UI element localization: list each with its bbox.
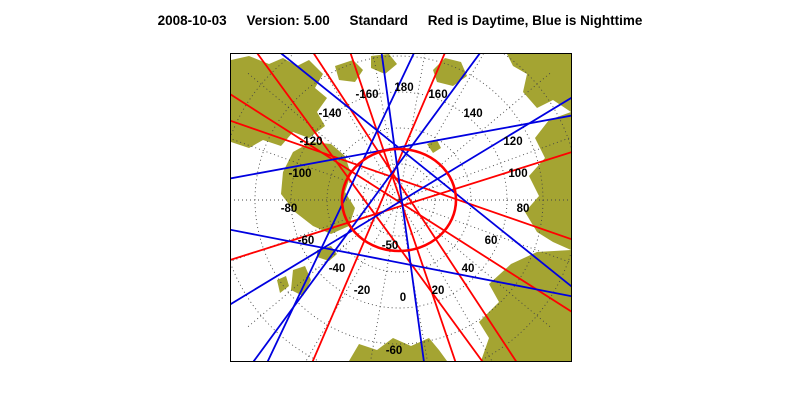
- meridian-line: [370, 207, 399, 361]
- terminator-circle: [340, 147, 458, 253]
- title-legend-note: Red is Daytime, Blue is Nighttime: [427, 13, 643, 28]
- longitude-label: -60: [386, 345, 403, 357]
- longitude-label: -60: [298, 235, 315, 247]
- longitude-label: -40: [329, 263, 346, 275]
- landmass: [433, 58, 467, 86]
- longitude-label: 180: [394, 82, 413, 94]
- landmass: [335, 60, 363, 82]
- polar-map: + -160 180 160 -140 140 -120 120 -100 100 -80 80 -60…: [231, 54, 571, 361]
- night-track: [252, 54, 481, 361]
- longitude-label: 100: [508, 168, 527, 180]
- longitude-label: -100: [288, 168, 311, 180]
- longitude-label: 120: [503, 136, 522, 148]
- landmass: [507, 54, 571, 112]
- title-date: 2008-10-03: [157, 13, 227, 28]
- longitude-label: -50: [382, 240, 399, 252]
- longitude-label: 140: [463, 108, 482, 120]
- landmass: [427, 140, 441, 153]
- night-track: [280, 54, 571, 288]
- night-track: [380, 54, 425, 361]
- day-track: [231, 93, 571, 313]
- night-track: [266, 54, 415, 361]
- meridian-line: [399, 207, 428, 361]
- landmass: [291, 266, 311, 296]
- meridian-line: [231, 138, 392, 198]
- longitude-label: -20: [354, 285, 371, 297]
- longitude-label: 80: [517, 203, 530, 215]
- meridian-line: [404, 204, 553, 329]
- meridian-line: [406, 136, 571, 198]
- meridian-line: [399, 54, 426, 193]
- meridian-line: [372, 54, 399, 193]
- day-track: [231, 119, 571, 241]
- day-track: [311, 54, 446, 361]
- night-track: [231, 228, 571, 298]
- meridian-line: [402, 206, 493, 361]
- longitude-label: 40: [462, 263, 475, 275]
- title-mode: Standard: [349, 13, 409, 28]
- longitude-label: -120: [299, 136, 322, 148]
- polar-map-frame: + -160 180 160 -140 140 -120 120 -100 100 -80 80 -60…: [230, 53, 572, 362]
- plot-title: 2008-10-03 Version: 5.00 Standard Red is…: [0, 13, 800, 28]
- longitude-label: 0: [400, 292, 406, 304]
- meridian-line: [406, 202, 571, 264]
- longitude-label: -80: [281, 203, 298, 215]
- longitude-label: 160: [428, 89, 447, 101]
- longitude-label: -160: [355, 89, 378, 101]
- day-track: [256, 54, 484, 361]
- night-track: [231, 97, 571, 305]
- landmass: [231, 56, 327, 148]
- longitude-label: 60: [485, 235, 498, 247]
- meridian-line: [402, 54, 484, 194]
- longitude-label: 20: [432, 285, 445, 297]
- landmass: [277, 276, 289, 293]
- pole-marker: +: [396, 195, 401, 205]
- longitude-label: -140: [318, 108, 341, 120]
- title-version: Version: 5.00: [246, 13, 330, 28]
- day-track: [231, 151, 571, 261]
- meridian-line: [305, 206, 396, 361]
- landmass: [525, 112, 571, 250]
- day-track: [313, 54, 517, 361]
